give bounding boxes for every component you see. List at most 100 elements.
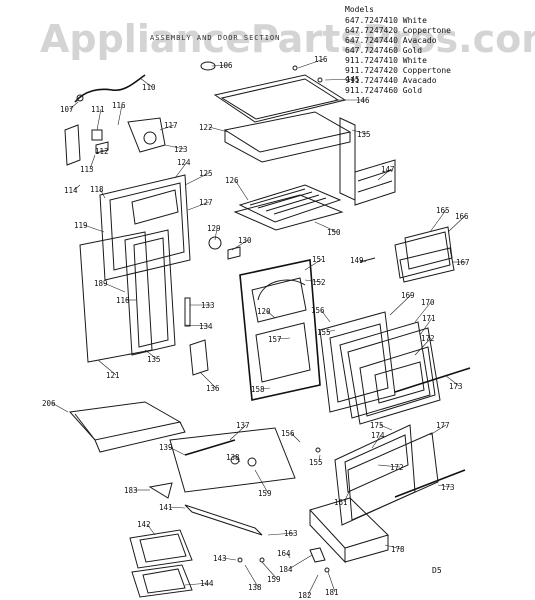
callout-120: 120 — [257, 307, 271, 316]
callout-136: 136 — [206, 384, 220, 393]
callout-145: 145 — [346, 75, 360, 84]
callout-117: 117 — [164, 121, 178, 130]
top-cover-146 — [213, 74, 347, 123]
screw — [324, 567, 330, 573]
leader-line-181 — [327, 571, 336, 593]
callout-116c: 116 — [116, 296, 130, 305]
leader-line-145 — [324, 78, 357, 81]
knob-130 — [227, 246, 241, 260]
callout-152: 152 — [312, 278, 326, 287]
leader-line-137 — [229, 424, 247, 441]
callout-184: 184 — [279, 565, 293, 574]
part-shapes — [64, 61, 471, 598]
leader-line-144 — [184, 582, 211, 586]
callout-144: 144 — [200, 579, 214, 588]
block-112 — [95, 141, 109, 154]
callout-174: 174 — [371, 431, 385, 440]
models-list: Models 647.7247410 White 647.7247420 Cop… — [345, 5, 451, 95]
screw — [292, 65, 298, 71]
callout-151: 151 — [312, 255, 326, 264]
control-knob — [247, 457, 257, 467]
callout-123: 123 — [174, 145, 188, 154]
callout-133: 133 — [201, 301, 215, 310]
callout-126: 126 — [225, 176, 239, 185]
callout-121: 121 — [106, 371, 120, 380]
callout-166: 166 — [455, 212, 469, 221]
callout-107: 107 — [60, 105, 74, 114]
callout-171: 171 — [422, 314, 436, 323]
callout-127: 127 — [199, 198, 213, 207]
leader-line-138a — [235, 456, 241, 463]
leader-line-177 — [429, 424, 447, 436]
leader-line-117 — [159, 124, 175, 131]
door-170 — [347, 327, 441, 425]
leader-line-166 — [447, 215, 466, 233]
pan-142-grate — [139, 533, 187, 563]
leader-line-156b — [290, 432, 301, 443]
leader-line-150 — [314, 221, 338, 233]
callout-161: 161 — [334, 498, 348, 507]
callout-170: 170 — [421, 298, 435, 307]
callout-135b: 135 — [147, 355, 161, 364]
model-row: 647.7247420 Coppertone — [345, 26, 451, 35]
leader-line-125 — [184, 172, 210, 186]
leader-line-119 — [83, 224, 105, 233]
callout-155a: 155 — [317, 328, 331, 337]
pan-144 — [131, 564, 193, 598]
callout-111: 111 — [91, 105, 105, 114]
door-back-118 — [99, 174, 191, 281]
callout-138a: 138 — [226, 453, 240, 462]
callout-119: 119 — [74, 221, 88, 230]
model-row: 911.7247410 White — [345, 56, 427, 65]
leader-line-124 — [174, 161, 188, 179]
door-169 — [339, 321, 431, 419]
callout-172a: 172 — [421, 334, 435, 343]
frame-lower — [255, 322, 311, 383]
callout-112: 112 — [95, 147, 109, 156]
panel-165 — [394, 231, 451, 279]
callout-149: 149 — [350, 256, 364, 265]
door-155 — [319, 311, 396, 413]
leader-line-157 — [277, 337, 291, 340]
callout-143: 143 — [213, 554, 227, 563]
door-glass-171 — [374, 361, 425, 404]
callout-138b: 138 — [248, 583, 262, 592]
leader-line-134 — [184, 324, 210, 327]
models-heading: Models — [345, 5, 374, 14]
drip-pan-edge — [74, 413, 186, 453]
bar-139 — [184, 439, 236, 456]
leader-line-136 — [199, 371, 217, 389]
callout-106: 106 — [219, 61, 233, 70]
diagram-code: D5 — [432, 566, 442, 575]
leader-line-139 — [168, 446, 186, 456]
callout-142: 142 — [137, 520, 151, 529]
part-184 — [309, 547, 326, 563]
door-glass-inner — [133, 237, 169, 348]
model-row: 647.7247440 Avacado — [345, 36, 437, 45]
callout-155b: 155 — [309, 458, 323, 467]
leader-line-110 — [139, 77, 153, 88]
power-cord — [74, 74, 146, 103]
leader-line-121 — [97, 359, 117, 376]
leader-line-113 — [89, 154, 96, 170]
panel-line — [357, 169, 393, 182]
panel-167 — [399, 247, 455, 283]
leader-line-156a — [320, 309, 331, 323]
leader-line-184 — [288, 554, 313, 570]
model-row: 911.7247420 Coppertone — [345, 66, 451, 75]
leader-line-158 — [260, 387, 271, 390]
leader-line-135b — [144, 349, 158, 360]
leader-line-173a — [444, 374, 460, 387]
leader-line-106 — [211, 64, 230, 67]
drip-pan-206 — [68, 401, 182, 441]
leader-line-138b — [244, 564, 259, 588]
model-row: 911.7247460 Gold — [345, 86, 422, 95]
callout-181: 181 — [325, 588, 339, 597]
rod-173a — [394, 367, 471, 393]
frame-handle — [257, 279, 306, 301]
leader-line-182 — [307, 574, 319, 596]
leader-line-155b — [318, 454, 321, 463]
door-glass-189 — [124, 229, 176, 356]
callout-167: 167 — [456, 258, 470, 267]
